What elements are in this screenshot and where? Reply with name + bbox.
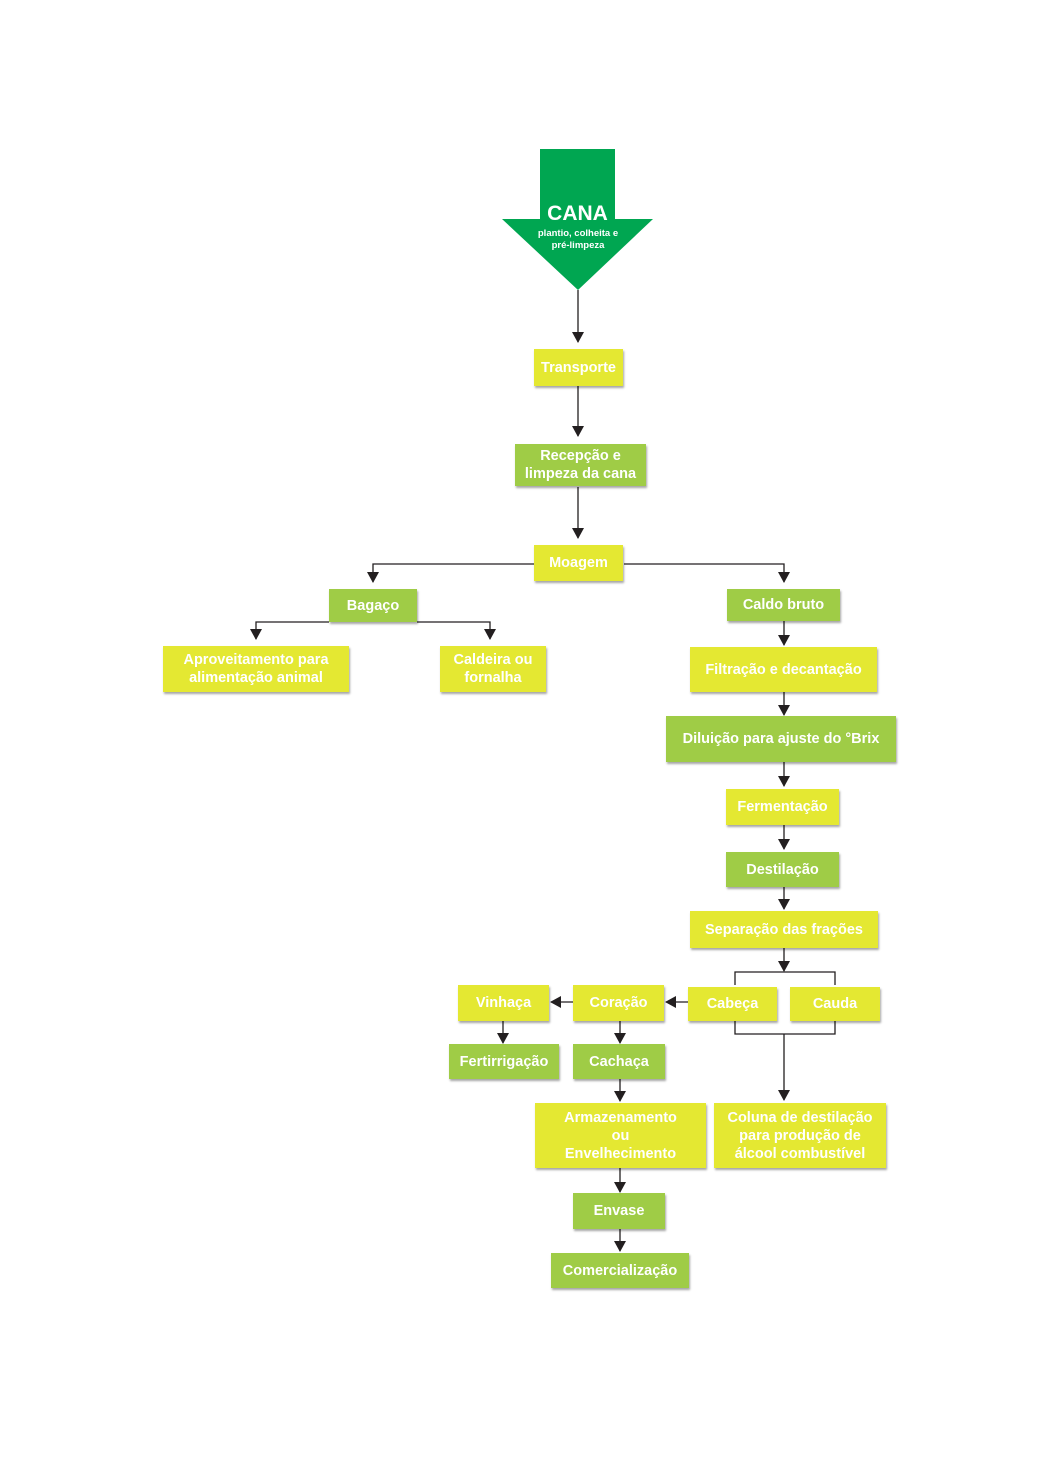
node-caldo-bruto: Caldo bruto [727,589,840,621]
node-fermentacao: Fermentação [726,789,839,825]
node-cabeca: Cabeça [688,987,777,1021]
node-cauda: Cauda [790,987,880,1021]
node-coluna: Coluna de destilação para produção de ál… [714,1103,886,1168]
node-comercializacao: Comercialização [551,1253,689,1288]
node-envase: Envase [573,1193,665,1229]
connector-bagaco-aproveitamento [250,621,329,640]
node-transporte: Transporte [534,349,623,386]
connector-bagaco-caldeira [417,621,496,640]
cana-start-arrow [502,149,653,290]
node-destilacao: Destilação [726,852,839,887]
node-vinhaca: Vinhaça [458,985,549,1021]
node-moagem: Moagem [534,545,623,581]
node-fertirrigacao: Fertirrigação [449,1044,559,1079]
bracket-bottom [734,1021,836,1035]
node-cachaca: Cachaça [573,1044,665,1079]
node-armazenamento: Armazenamento ou Envelhecimento [535,1103,706,1168]
node-caldeira: Caldeira ou fornalha [440,646,546,692]
cana-subtitle: plantio, colheita e pré-limpeza [537,228,619,251]
cana-title: CANA [547,202,608,225]
node-aproveitamento: Aproveitamento para alimentação animal [163,646,349,692]
node-filtracao: Filtração e decantação [690,647,877,692]
node-diluicao: Diluição para ajuste do °Brix [666,716,896,762]
connector-moagem-bagaco [367,563,534,583]
node-coracao: Coração [573,985,664,1021]
node-bagaco: Bagaço [329,589,417,622]
bracket-top [734,971,836,985]
node-separacao: Separação das frações [690,911,878,948]
connector-moagem-caldo [624,563,790,583]
node-recepcao: Recepção e limpeza da cana [515,444,646,486]
